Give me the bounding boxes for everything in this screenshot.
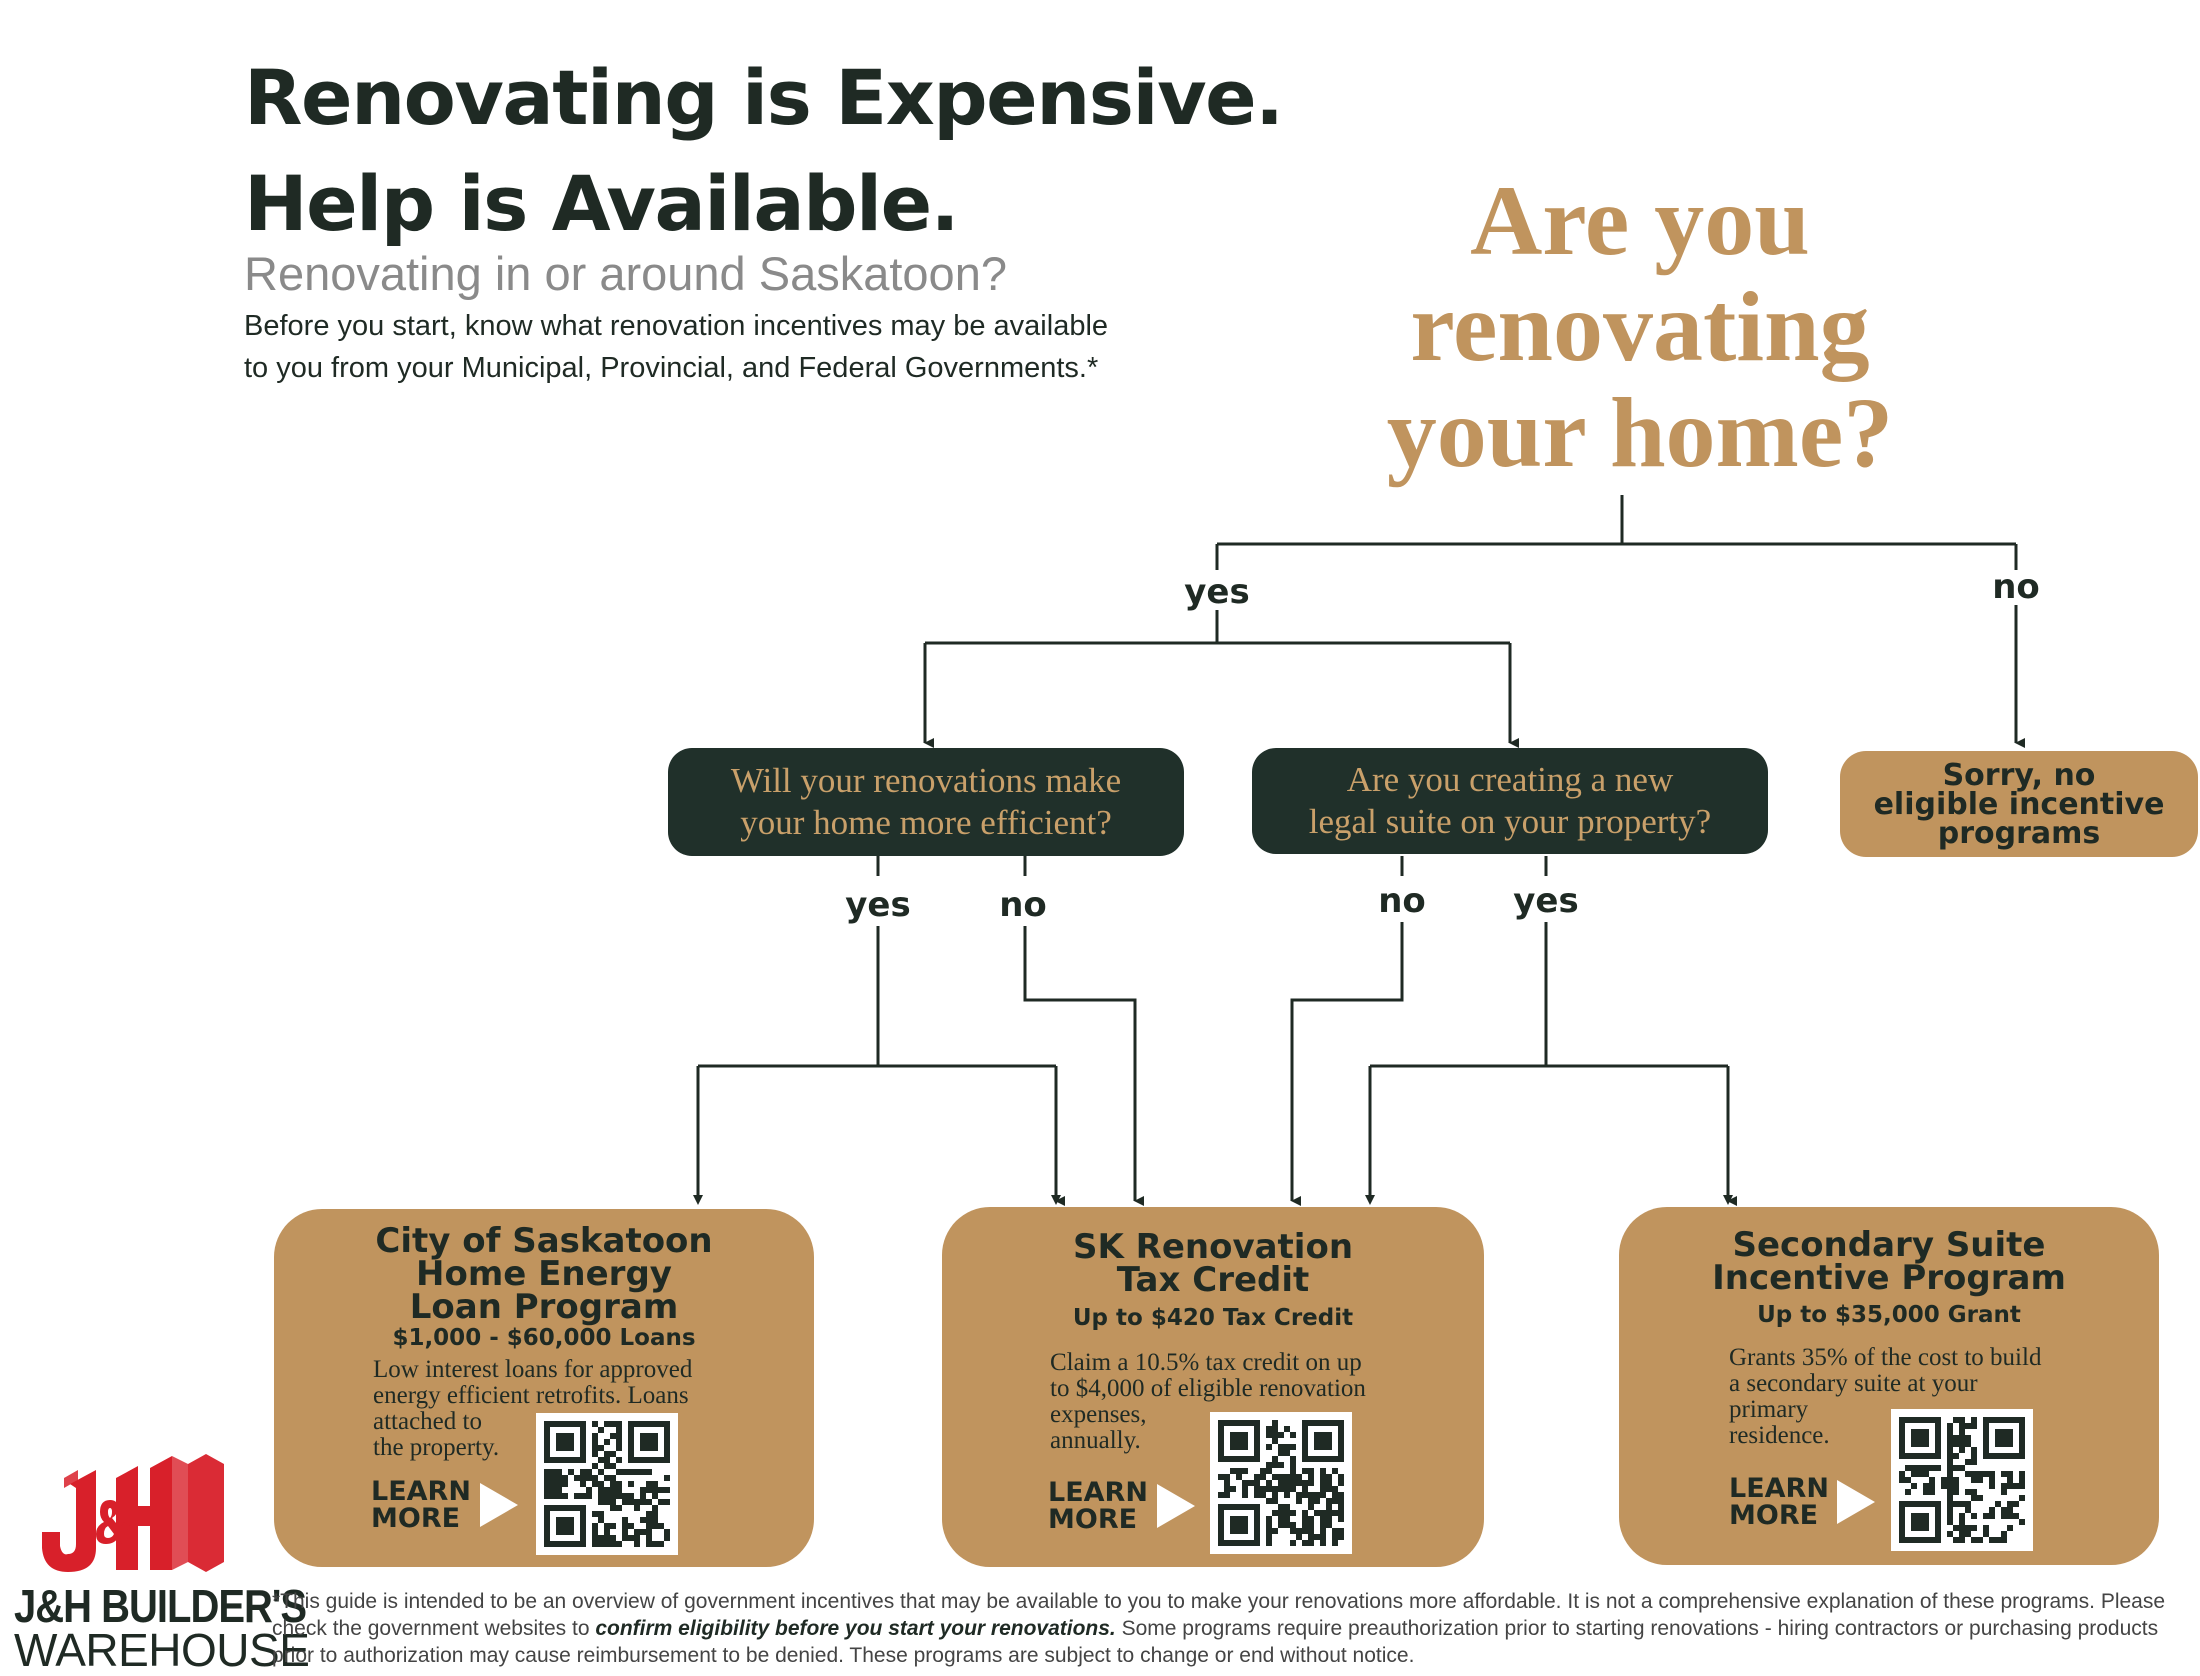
program-subtitle: Up to $35,000 Grant xyxy=(1757,1302,2021,1328)
no-programs-line-3: programs xyxy=(1937,815,2101,851)
connector-eff-no xyxy=(1023,926,1144,1206)
intro-line-1: Before you start, know what renovation i… xyxy=(244,310,1109,342)
disclaimer-footnote: *This guide is intended to be an overvie… xyxy=(272,1588,2192,1669)
label-no-suite: no xyxy=(1378,881,1426,921)
footnote-part-1: *This guide is intended to be an overvie… xyxy=(272,1590,2166,1640)
page-title-line-1: Renovating is Expensive. xyxy=(244,53,1284,142)
learn-more-line-1: LEARN xyxy=(1048,1477,1148,1508)
program-description-line-3: attached to xyxy=(373,1408,482,1435)
question-suite-line-2: legal suite on your property? xyxy=(1308,802,1712,841)
connector-suite-yes xyxy=(1368,922,1728,1201)
page-title-line-2: Help is Available. xyxy=(244,159,960,248)
label-yes-renovating: yes xyxy=(1184,572,1250,612)
program-title-line-1: SK Renovation xyxy=(1072,1227,1354,1267)
jh-logo-mark-icon xyxy=(42,1454,224,1572)
no-programs-box: Sorry, no eligible incentive programs xyxy=(1840,751,2198,857)
program-title-line-2: Tax Credit xyxy=(1116,1260,1310,1300)
start-question: Are you renovating your home? xyxy=(1320,168,1960,486)
program-description-line-4: residence. xyxy=(1729,1422,1830,1449)
question-efficient: Will your renovations make your home mor… xyxy=(668,748,1184,856)
connector-eff-yes xyxy=(696,926,1056,1201)
label-yes-suite: yes xyxy=(1513,881,1579,921)
program-title-line-2: Incentive Program xyxy=(1712,1258,2066,1298)
program-description: Claim a 10.5% tax credit on up to $4,000… xyxy=(1050,1350,1470,1454)
question-efficient-line-1: Will your renovations make xyxy=(730,761,1122,800)
learn-more-link[interactable]: LEARN MORE xyxy=(1729,1475,1829,1529)
play-arrow-icon xyxy=(480,1483,518,1527)
program-title-line-3: Loan Program xyxy=(409,1287,679,1327)
start-question-line-2: renovating xyxy=(1410,271,1870,382)
qr-code-pattern xyxy=(1899,1417,2025,1543)
label-yes-efficient: yes xyxy=(845,885,911,925)
qr-code-icon[interactable] xyxy=(1210,1412,1352,1554)
qr-code-icon[interactable] xyxy=(536,1413,678,1555)
connector-suite-no xyxy=(1290,922,1404,1206)
qr-code-pattern xyxy=(544,1421,670,1547)
qr-code-pattern xyxy=(1218,1420,1344,1546)
program-description-line-3: expenses, xyxy=(1050,1401,1147,1428)
question-efficient-line-2: your home more efficient? xyxy=(740,803,1112,842)
start-question-line-1: Are you xyxy=(1470,165,1810,276)
program-description-line-2: energy efficient retrofits. Loans xyxy=(373,1382,689,1409)
program-title: SK Renovation Tax Credit xyxy=(942,1227,1484,1300)
learn-more-line-2: MORE xyxy=(1729,1500,1819,1531)
footnote-part-2: Some programs require preauthorization p… xyxy=(272,1617,2159,1667)
question-suite-line-1: Are you creating a new xyxy=(1346,760,1674,799)
label-no-efficient: no xyxy=(999,885,1047,925)
program-description-line-4: annually. xyxy=(1050,1427,1141,1454)
subheading: Renovating in or around Saskatoon? xyxy=(244,247,1007,300)
learn-more-link[interactable]: LEARN MORE xyxy=(1048,1479,1148,1533)
play-arrow-icon xyxy=(1157,1484,1195,1528)
question-suite: Are you creating a new legal suite on yo… xyxy=(1252,748,1768,854)
play-arrow-icon xyxy=(1837,1480,1875,1524)
qr-code-icon[interactable] xyxy=(1891,1409,2033,1551)
learn-more-line-2: MORE xyxy=(1048,1504,1138,1535)
learn-more-line-1: LEARN xyxy=(371,1476,471,1507)
program-description-line-4: the property. xyxy=(373,1434,500,1461)
program-description-line-2: a secondary suite at your xyxy=(1729,1370,1978,1397)
no-programs-line-2: eligible incentive xyxy=(1873,786,2165,822)
program-description: Low interest loans for approved energy e… xyxy=(373,1357,793,1461)
footnote-emphasis: confirm eligibility before you start you… xyxy=(595,1617,1116,1640)
program-title: City of Saskatoon Home Energy Loan Progr… xyxy=(274,1221,814,1327)
logo-company-name: J&H BUILDER'S xyxy=(14,1581,307,1633)
learn-more-line-2: MORE xyxy=(371,1503,461,1534)
program-title-line-2: Home Energy xyxy=(416,1254,672,1294)
program-description-line-3: primary xyxy=(1729,1396,1809,1423)
program-subtitle: Up to $420 Tax Credit xyxy=(1072,1305,1354,1331)
logo-company-subname: WAREHOUSE xyxy=(14,1624,310,1676)
program-card-sk-renovation-tax-credit: SK Renovation Tax Credit Up to $420 Tax … xyxy=(942,1207,1484,1567)
label-no-renovating: no xyxy=(1992,567,2040,607)
program-card-home-energy-loan: City of Saskatoon Home Energy Loan Progr… xyxy=(274,1209,814,1567)
program-description-line-1: Grants 35% of the cost to build xyxy=(1729,1344,2042,1371)
intro-text: Before you start, know what renovation i… xyxy=(244,305,1204,389)
program-description-line-1: Claim a 10.5% tax credit on up xyxy=(1050,1349,1362,1376)
program-title: Secondary Suite Incentive Program xyxy=(1619,1225,2159,1298)
program-description: Grants 35% of the cost to build a second… xyxy=(1729,1345,2149,1449)
intro-line-2: to you from your Municipal, Provincial, … xyxy=(244,352,1099,384)
program-title-line-1: Secondary Suite xyxy=(1732,1225,2046,1265)
program-description-line-1: Low interest loans for approved xyxy=(373,1356,693,1383)
no-programs-line-1: Sorry, no xyxy=(1942,757,2096,793)
program-title-line-1: City of Saskatoon xyxy=(375,1221,713,1261)
start-question-line-3: your home? xyxy=(1386,377,1894,488)
program-subtitle: $1,000 - $60,000 Loans xyxy=(392,1325,696,1351)
learn-more-line-1: LEARN xyxy=(1729,1473,1829,1504)
program-description-line-2: to $4,000 of eligible renovation xyxy=(1050,1375,1366,1402)
program-card-secondary-suite-incentive: Secondary Suite Incentive Program Up to … xyxy=(1619,1207,2159,1565)
learn-more-link[interactable]: LEARN MORE xyxy=(371,1478,471,1532)
